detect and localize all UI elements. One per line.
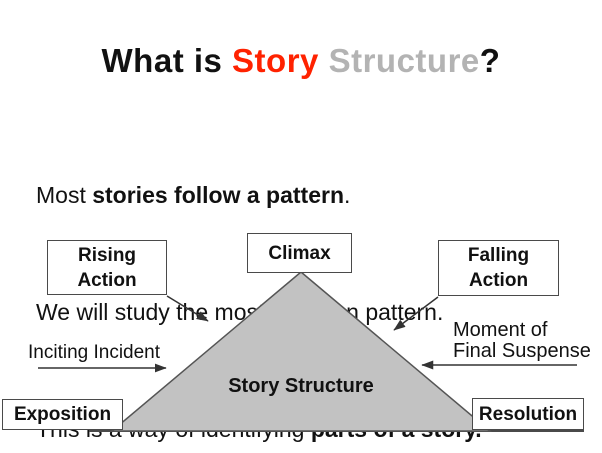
exposition-label: Exposition (13, 404, 112, 425)
slide-title: What is Story Structure? (0, 42, 602, 80)
intro-line-1-text: Most (36, 182, 93, 208)
title-part-structure: Structure (318, 42, 480, 79)
intro-line-1-period: . (344, 182, 351, 208)
rising-action-label-line1: Rising (77, 244, 137, 266)
intro-line-3-bold: parts of a story. (310, 416, 482, 442)
resolution-label: Resolution (478, 403, 578, 425)
rising-action-label-line2: Action (77, 269, 137, 291)
intro-line-2: We will study the most common pattern. (36, 293, 482, 332)
inciting-incident-label: Inciting Incident (28, 342, 161, 363)
intro-line-2-text: We will study the most common pattern. (36, 299, 444, 325)
title-part-question-mark: ? (479, 42, 501, 79)
resolution-box: Resolution (472, 398, 584, 430)
rising-action-box: Rising Action (47, 240, 167, 295)
falling-action-box: Falling Action (438, 240, 559, 296)
falling-action-label-line2: Action (468, 270, 529, 291)
intro-line-1-bold: stories follow a pattern (92, 182, 344, 208)
moment-of-final-suspense-label: Moment of Final Suspense (453, 320, 591, 362)
intro-line-1: Most stories follow a pattern. (36, 176, 482, 215)
moment-label-line1: Moment of (453, 319, 548, 341)
moment-label-line2: Final Suspense (453, 340, 591, 362)
exposition-box: Exposition (2, 399, 123, 430)
title-part-story: Story (232, 42, 319, 79)
climax-box: Climax (247, 233, 352, 273)
climax-label: Climax (268, 242, 331, 264)
story-structure-center-label: Story Structure (228, 375, 374, 397)
title-part-what-is: What is (101, 42, 233, 79)
falling-action-label-line1: Falling (467, 245, 530, 266)
